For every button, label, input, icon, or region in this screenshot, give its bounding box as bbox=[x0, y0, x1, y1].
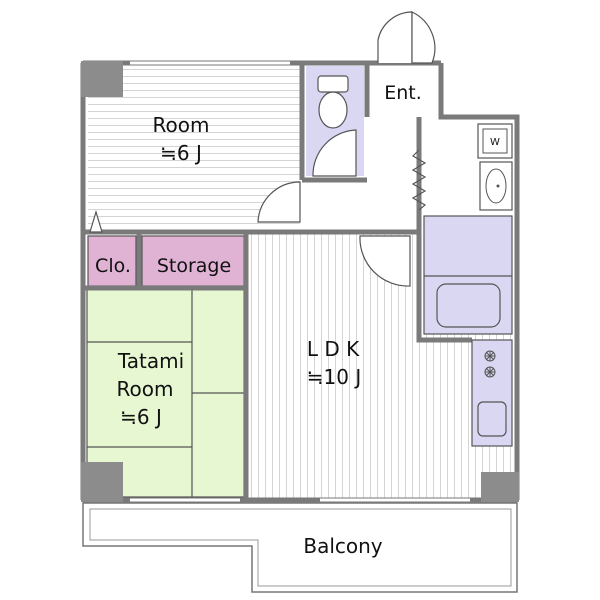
kitchen-sink-icon bbox=[477, 401, 507, 437]
entrance-door-leaf bbox=[411, 11, 436, 64]
wash-basin-bowl bbox=[485, 168, 507, 204]
bathtub bbox=[436, 283, 501, 328]
room-door bbox=[257, 181, 301, 223]
washer-label: W bbox=[490, 137, 500, 148]
room-name: Room bbox=[153, 113, 210, 137]
tatami-size: ≒6 J bbox=[120, 405, 162, 429]
balcony-inner-line bbox=[89, 508, 512, 587]
ldk-name: L D K bbox=[307, 337, 360, 361]
hall-floor bbox=[304, 180, 418, 234]
closet-area bbox=[87, 235, 137, 287]
balcony-area bbox=[82, 502, 518, 593]
pillars bbox=[81, 61, 519, 502]
closet-label: Clo. bbox=[95, 255, 131, 277]
door-stopper bbox=[89, 209, 103, 233]
toilet-icon bbox=[317, 75, 349, 129]
entrance-door bbox=[377, 11, 413, 63]
toilet-door bbox=[312, 129, 357, 177]
tatami-mat-lines bbox=[87, 289, 244, 497]
tatami-name-line1: Tatami bbox=[117, 349, 184, 373]
washer-inner bbox=[482, 128, 508, 154]
tatami-name-line2: Room bbox=[117, 377, 174, 401]
wash-basin-drain bbox=[496, 184, 500, 188]
stove-icon bbox=[484, 350, 496, 378]
doors bbox=[257, 11, 436, 287]
folding-door bbox=[411, 149, 427, 211]
balcony-label: Balcony bbox=[303, 534, 382, 558]
room-size: ≒6 J bbox=[160, 141, 202, 165]
ldk-size: ≒10 J bbox=[307, 365, 361, 389]
window-frames bbox=[130, 60, 470, 503]
storage-area bbox=[141, 235, 245, 287]
entrance-label: Ent. bbox=[384, 82, 422, 104]
storage-label: Storage bbox=[157, 255, 231, 277]
ldk-door bbox=[359, 235, 411, 287]
entrance-floor bbox=[368, 66, 438, 116]
window-gaps bbox=[130, 61, 470, 502]
